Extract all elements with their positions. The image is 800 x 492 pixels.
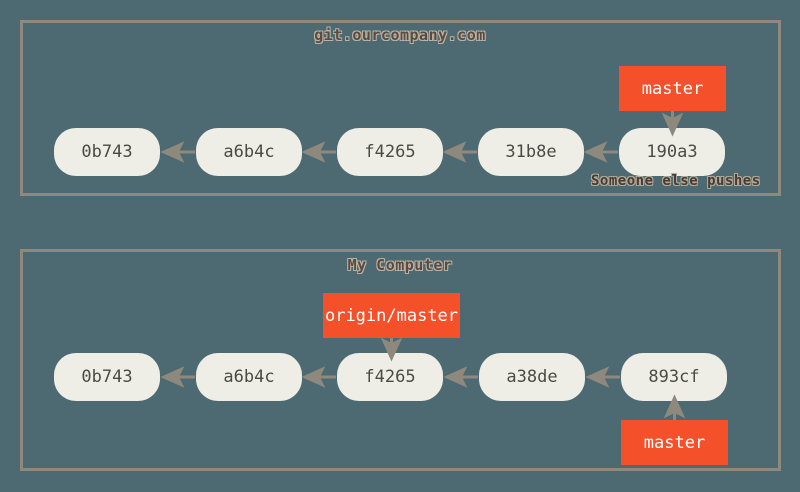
branch-label-origin-master: origin/master	[323, 293, 460, 338]
panel-local-repository	[20, 249, 781, 471]
commit-node: a6b4c	[196, 353, 302, 401]
commit-node: 31b8e	[478, 128, 584, 176]
commit-node: 0b743	[54, 353, 160, 401]
branch-label-master-remote: master	[619, 66, 726, 111]
branch-label-master-local: master	[621, 420, 728, 465]
commit-node: 893cf	[621, 353, 727, 401]
panel-local-title: My Computer	[347, 256, 453, 274]
commit-node: f4265	[337, 128, 443, 176]
commit-node: a38de	[479, 353, 585, 401]
commit-node: 0b743	[54, 128, 160, 176]
commit-node: f4265	[337, 353, 443, 401]
commit-node: 190a3	[619, 128, 725, 176]
annotation-someone-else-pushes: Someone else pushes	[591, 173, 761, 189]
panel-remote-repository	[20, 20, 781, 196]
commit-node: a6b4c	[196, 128, 302, 176]
panel-remote-title: git.ourcompany.com	[314, 26, 486, 44]
